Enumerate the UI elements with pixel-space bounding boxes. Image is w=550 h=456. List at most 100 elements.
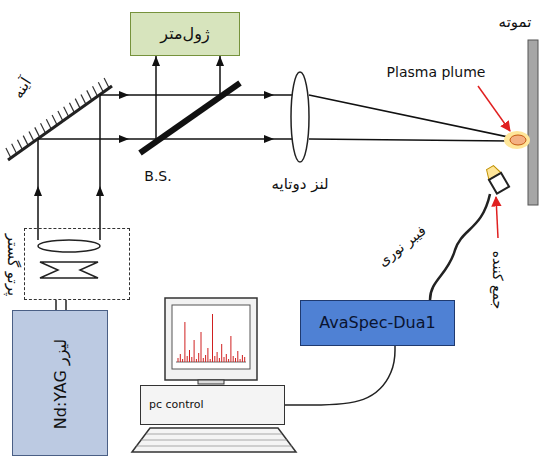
laser-box: لیزر Nd:YAG <box>12 310 108 456</box>
spectrum-line <box>242 355 243 362</box>
convex-lens <box>38 240 100 252</box>
spectrum-line <box>191 357 192 362</box>
spectrum-line <box>244 357 245 362</box>
fiber-label: فیبر نوری <box>375 222 430 270</box>
spectrum-line <box>228 359 229 362</box>
spectrum-line <box>219 358 220 362</box>
spectrum-line <box>187 356 188 362</box>
laser-output-tube <box>55 300 57 310</box>
hatch-stroke <box>64 107 69 117</box>
monitor-stand <box>198 380 224 384</box>
beam-arrow <box>152 56 160 66</box>
plasma-plume <box>510 135 526 145</box>
focused-beam <box>309 95 513 138</box>
laser-tube <box>65 300 67 310</box>
spectrum-line <box>235 358 236 362</box>
spectrum-line <box>224 357 225 362</box>
beam-arrow <box>216 56 224 66</box>
collector-label: جمع کننده <box>490 251 507 309</box>
beam-splitter <box>140 83 240 153</box>
node-label: ژول‌متر <box>160 24 209 43</box>
spectrum-line <box>198 353 199 362</box>
hatch-stroke <box>41 123 46 133</box>
spectrum-line <box>230 336 231 362</box>
beam-arrow <box>264 135 274 143</box>
beam-arrow <box>264 91 274 99</box>
spectrum-line <box>226 354 227 362</box>
hatch-stroke <box>75 99 80 109</box>
spectrum-line <box>194 340 195 362</box>
plasma-glow <box>504 131 530 149</box>
beam-arrow <box>34 186 42 196</box>
node-label: AvaSpec-Dua1 <box>319 313 435 332</box>
keyboard <box>132 428 296 452</box>
hatch-stroke <box>93 86 98 96</box>
hatch-stroke <box>104 78 109 88</box>
mirror-label: آینه <box>9 74 35 101</box>
optical-fiber <box>430 194 490 300</box>
hatch-stroke <box>35 127 40 137</box>
spectrum-line <box>212 314 213 362</box>
node-label: پرتو گستر <box>4 234 22 296</box>
plasma-label: Plasma plume <box>387 64 486 81</box>
hatch-stroke <box>98 82 103 92</box>
concave-lens <box>40 262 98 278</box>
spectrum-line <box>180 354 181 362</box>
lens-label: لنز دوتایه <box>271 175 328 193</box>
spectrum-line <box>178 358 179 362</box>
data-cable <box>285 346 395 405</box>
keyboard-keys <box>136 434 292 446</box>
key-row <box>146 434 282 435</box>
key-row <box>136 446 292 447</box>
hatch-stroke <box>58 111 63 121</box>
spectrum-line <box>182 359 183 362</box>
spectrum-line <box>205 355 206 362</box>
monitor <box>165 298 257 380</box>
node-label: لیزر Nd:YAG <box>51 339 70 429</box>
beam-splitter-label: B.S. <box>144 168 171 185</box>
sample-label: تموته <box>499 13 532 31</box>
key-row <box>141 440 287 441</box>
spectrum-line <box>203 358 204 362</box>
spectrometer-box: AvaSpec-Dua1 <box>300 300 455 346</box>
doublet-lens <box>291 72 309 162</box>
computer-box: pc control <box>140 385 285 425</box>
node-label: pc control <box>149 398 204 411</box>
hatch-stroke <box>69 103 74 113</box>
hatch-stroke <box>46 119 51 129</box>
spectrum-plot <box>176 314 246 362</box>
hatch-stroke <box>6 148 11 158</box>
spectrum-line <box>237 351 238 362</box>
leader-line <box>478 86 510 131</box>
spectrum-line <box>210 359 211 362</box>
beam-expander-box: پرتو گستر <box>24 228 130 300</box>
sample <box>528 40 538 205</box>
spectrum-line <box>240 359 241 362</box>
hatch-stroke <box>87 90 92 100</box>
hatch-stroke <box>52 115 57 125</box>
hatch-stroke <box>81 95 86 105</box>
spectrum-line <box>184 322 185 362</box>
spectrum-line <box>201 332 202 362</box>
collector <box>484 164 509 194</box>
hatch-stroke <box>12 144 17 154</box>
beam-arrow <box>96 186 104 196</box>
laser-beam <box>38 138 300 140</box>
spectrum-line <box>189 350 190 362</box>
spectrum-line <box>217 352 218 362</box>
hatch-stroke <box>29 132 34 142</box>
monitor-screen <box>172 305 250 369</box>
hatch-stroke <box>17 140 22 150</box>
beam-arrow <box>119 135 129 143</box>
hatch-stroke <box>23 136 28 146</box>
laser-beam <box>99 95 101 240</box>
spectrum-line <box>207 348 208 362</box>
leader-line <box>496 197 498 238</box>
spectrum-line <box>233 356 234 362</box>
focused-beam <box>309 139 513 141</box>
joulemeter-box: ژول‌متر <box>130 12 240 56</box>
spectrum-line <box>221 344 222 362</box>
beam-arrow <box>119 91 129 99</box>
laser-beam <box>155 56 157 139</box>
spectrum-line <box>214 356 215 362</box>
